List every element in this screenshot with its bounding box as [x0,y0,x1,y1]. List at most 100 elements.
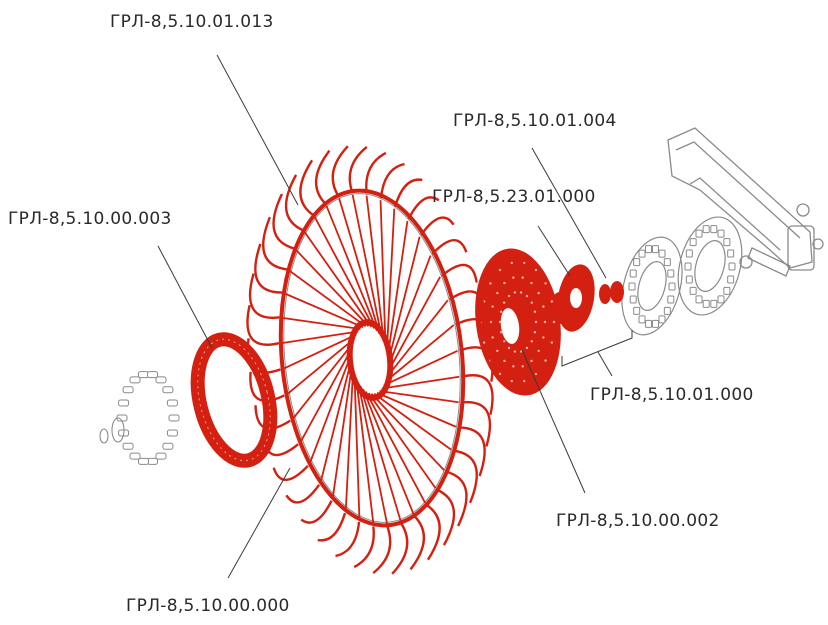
leader-003 [157,245,213,349]
disc-hole [499,310,503,313]
disc-hole [523,379,526,383]
wheel-spoke [373,392,452,451]
disc-hole [491,305,494,308]
disc-hole [543,320,547,324]
wheel-spoke [280,330,359,345]
wheel-spoke [385,208,396,352]
wheel-spoke [281,316,361,330]
rake-tine [272,464,309,482]
bearing-roller [668,282,676,291]
label-013: ГРЛ-8,5.10.01.013 [110,12,274,32]
wheel-spoke [344,368,355,512]
wheel-spoke [386,276,441,373]
disc-hole [523,261,526,265]
wheel-spoke [365,195,385,342]
disc-hole [513,291,517,294]
rake-tine [285,484,321,504]
disc-hole [507,294,511,298]
bolt [162,386,174,394]
bearing-ring-outer [677,216,743,316]
rake-tine [348,145,368,194]
disc-hole [499,331,503,334]
disc-hole [489,282,492,285]
wheel-spoke [314,216,376,329]
bolt [129,376,141,384]
wheel-spoke [387,255,432,368]
wheel-spoke [308,352,353,465]
bearing-ring-inner [621,236,683,336]
rake-tine [272,193,295,250]
disc-hole [503,301,506,304]
wheel-spoke [370,393,445,471]
rake-tine [246,304,280,346]
bolt [166,429,178,437]
rake-tine [445,470,468,527]
rake-tine [248,273,280,319]
disc-hole [512,365,515,368]
disc-hole [512,276,515,279]
rake-tine [460,401,492,447]
wheel-spoke [376,391,457,428]
wheel-spoke [362,388,415,515]
rake-tine [300,500,333,524]
wheel-spoke [299,347,354,444]
wheel-spoke [381,375,460,390]
bolt [122,442,134,450]
bearing-roller [695,229,703,238]
rake-tine [249,371,285,402]
bolt [137,371,149,379]
bearing-roller [702,225,710,234]
bearing-roller [629,295,637,304]
leader-013 [216,54,299,206]
wheel-spoke [379,390,459,404]
label-01000: ГРЛ-8,5.10.01.000 [590,385,754,405]
label-23: ГРЛ-8,5.23.01.000 [432,187,596,207]
disc-hole [519,291,523,294]
rake-tine [459,346,494,382]
rake-tine [455,318,491,349]
bearing-roller [663,306,671,315]
disc-hole [513,350,517,353]
disc-hole [542,336,545,339]
bearing-roller [689,286,697,295]
bearing-roller [717,229,725,238]
disc-hole [530,359,533,363]
bolt [129,452,141,460]
leader-004 [531,147,607,279]
bolt [162,442,174,450]
wheel-spoke [288,269,367,328]
bearing-roller [717,295,725,304]
label-002: ГРЛ-8,5.10.00.002 [556,511,720,531]
bearing-roller [702,299,710,308]
bearing-roller [695,295,703,304]
disc-hole [537,291,540,295]
leader-01000 [561,330,633,367]
hub-part-004 [599,281,624,304]
disc-hole [489,320,493,324]
bearing-roller [685,275,693,284]
rake-tine [460,374,494,416]
rake-tine [335,521,361,558]
rake-tine [391,522,409,575]
wheel-spoke [367,392,437,489]
rake-tine [254,243,283,294]
label-004: ГРЛ-8,5.10.01.004 [453,111,617,131]
leader-01000-stem [597,351,613,377]
disc-hole [533,331,537,334]
hub-disc-002 [475,248,561,396]
disc-hole [525,294,529,298]
bolt [166,399,178,407]
disc-hole [552,320,556,324]
leader-23 [537,225,571,277]
bearing-roller [727,275,735,284]
frame-bracket [667,127,824,277]
disc-hole [503,281,506,285]
wheel-spoke [364,391,426,504]
rake-tine [419,216,455,236]
bearing-roller [658,315,666,324]
disc-hole [510,261,513,265]
bearing-roller [633,306,641,315]
bearing-roller [667,269,675,278]
wheel-spoke [387,236,421,363]
